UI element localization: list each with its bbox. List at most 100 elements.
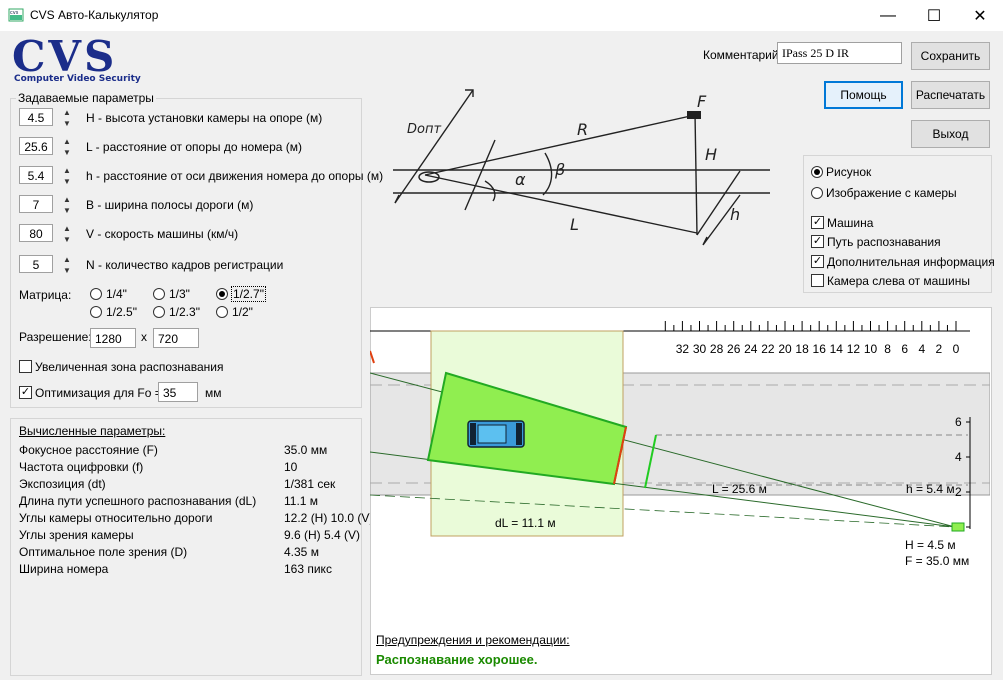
param-input[interactable]: 80 <box>19 224 53 242</box>
spin-down-icon[interactable]: ▼ <box>63 119 71 128</box>
save-button[interactable]: Сохранить <box>911 42 990 70</box>
matrix-opt-1-3[interactable]: 1/3" <box>153 287 190 301</box>
camera-icon <box>951 522 965 532</box>
param-spinner[interactable]: ▲ ▼ <box>61 195 73 215</box>
maximize-button[interactable]: ☐ <box>911 0 957 31</box>
camera-left-checkbox[interactable] <box>811 274 824 287</box>
param-input[interactable]: 5.4 <box>19 166 53 184</box>
ruler-label: 28 <box>710 342 724 356</box>
spin-up-icon[interactable]: ▲ <box>63 224 71 233</box>
car-checkbox-label: Машина <box>827 216 874 230</box>
ruler-label: 2 <box>936 342 943 356</box>
matrix-opt-label: 1/2.5" <box>106 305 137 319</box>
sketch-label-dopt: Dопт <box>407 122 441 137</box>
view-options-panel <box>803 155 992 293</box>
spin-up-icon[interactable]: ▲ <box>63 255 71 264</box>
matrix-opt-1-2-5[interactable]: 1/2.5" <box>90 305 137 319</box>
radio-selected[interactable] <box>216 288 228 300</box>
matrix-opt-1-2-7[interactable]: 1/2.7" <box>216 286 266 302</box>
param-input[interactable]: 7 <box>19 195 53 213</box>
fo-input[interactable]: 35 <box>158 382 198 402</box>
param-spinner[interactable]: ▲ ▼ <box>61 224 73 244</box>
results-panel <box>10 418 362 676</box>
spin-up-icon[interactable]: ▲ <box>63 195 71 204</box>
resolution-width-input[interactable]: 1280 <box>90 328 136 348</box>
sketch-label-f: F <box>697 92 707 111</box>
h-label: h = 5.4 м <box>906 482 955 496</box>
side-label: 6 <box>955 415 962 429</box>
spin-down-icon[interactable]: ▼ <box>63 266 71 275</box>
maximize-icon: ☐ <box>926 7 942 25</box>
radio[interactable] <box>90 306 102 318</box>
radio[interactable] <box>153 306 165 318</box>
l-label: L = 25.6 м <box>712 482 767 496</box>
matrix-opt-1-2-3[interactable]: 1/2.3" <box>153 305 200 319</box>
radio[interactable] <box>216 306 228 318</box>
ruler-label: 22 <box>761 342 775 356</box>
param-label: L - расстояние от опоры до номера (м) <box>86 140 302 154</box>
geometry-sketch: Dопт R F H β α L h <box>393 89 770 246</box>
radio[interactable] <box>153 288 165 300</box>
sketch-label-alpha: α <box>515 170 526 189</box>
resolution-label: Разрешение: <box>19 330 92 344</box>
extra-info-checkbox-label: Дополнительная информация <box>827 255 995 269</box>
ruler-label: 30 <box>693 342 707 356</box>
minimize-button[interactable]: — <box>865 0 911 31</box>
exit-button[interactable]: Выход <box>911 120 990 148</box>
sketch-label-r: R <box>577 120 588 139</box>
camera-h-label: H = 4.5 м <box>905 538 956 552</box>
side-label: 2 <box>955 485 962 499</box>
result-label: Углы камеры относительно дороги <box>19 511 213 525</box>
extra-info-checkbox[interactable]: ✓ <box>811 255 824 268</box>
param-input[interactable]: 25.6 <box>19 137 53 155</box>
spin-down-icon[interactable]: ▼ <box>63 177 71 186</box>
warnings-title: Предупреждения и рекомендации: <box>376 633 570 647</box>
spin-up-icon[interactable]: ▲ <box>63 166 71 175</box>
ruler-label: 10 <box>864 342 878 356</box>
car-checkbox[interactable]: ✓ <box>811 216 824 229</box>
close-button[interactable]: ✕ <box>957 0 1003 31</box>
spin-up-icon[interactable]: ▲ <box>63 137 71 146</box>
param-spinner[interactable]: ▲ ▼ <box>61 166 73 186</box>
matrix-opt-1-2[interactable]: 1/2" <box>216 305 253 319</box>
camera-mark <box>687 111 701 119</box>
optimize-checkbox[interactable]: ✓ <box>19 386 32 399</box>
svg-text:cvs: cvs <box>10 10 19 16</box>
param-label: B - ширина полосы дороги (м) <box>86 198 254 212</box>
param-input[interactable]: 5 <box>19 255 53 273</box>
path-checkbox[interactable]: ✓ <box>811 235 824 248</box>
radio-camera-image[interactable] <box>811 187 823 199</box>
radio-camera-image-label: Изображение с камеры <box>826 186 957 200</box>
logo-subtitle: Computer Video Security <box>14 74 141 84</box>
spin-down-icon[interactable]: ▼ <box>63 148 71 157</box>
zoom-zone-checkbox[interactable] <box>19 360 32 373</box>
warnings-message: Распознавание хорошее. <box>376 652 538 667</box>
spin-down-icon[interactable]: ▼ <box>63 235 71 244</box>
result-value: 9.6 (H) 5.4 (V) <box>284 528 361 542</box>
side-label: 4 <box>955 450 962 464</box>
spin-up-icon[interactable]: ▲ <box>63 108 71 117</box>
result-value: 1/381 сек <box>284 477 336 491</box>
sketch-label-l: L <box>570 215 579 234</box>
result-value: 35.0 мм <box>284 443 328 457</box>
radio[interactable] <box>90 288 102 300</box>
param-spinner[interactable]: ▲ ▼ <box>61 108 73 128</box>
radio-drawing[interactable] <box>811 166 823 178</box>
resolution-height-input[interactable]: 720 <box>153 328 199 348</box>
matrix-opt-1-4[interactable]: 1/4" <box>90 287 127 301</box>
result-label: Ширина номера <box>19 562 109 576</box>
ruler-label: 4 <box>918 342 925 356</box>
ruler-label: 24 <box>744 342 758 356</box>
print-button[interactable]: Распечатать <box>911 81 990 109</box>
comment-input[interactable]: IPass 25 D IR <box>777 42 902 64</box>
param-spinner[interactable]: ▲ ▼ <box>61 137 73 157</box>
help-button[interactable]: Помощь <box>824 81 903 109</box>
param-input[interactable]: 4.5 <box>19 108 53 126</box>
result-value: 4.35 м <box>284 545 319 559</box>
spin-down-icon[interactable]: ▼ <box>63 206 71 215</box>
param-spinner[interactable]: ▲ ▼ <box>61 255 73 275</box>
results-title: Вычисленные параметры: <box>19 424 166 438</box>
close-icon: ✕ <box>973 7 987 25</box>
sketch-label-h-upper: H <box>705 145 717 164</box>
ruler-label: 18 <box>795 342 809 356</box>
